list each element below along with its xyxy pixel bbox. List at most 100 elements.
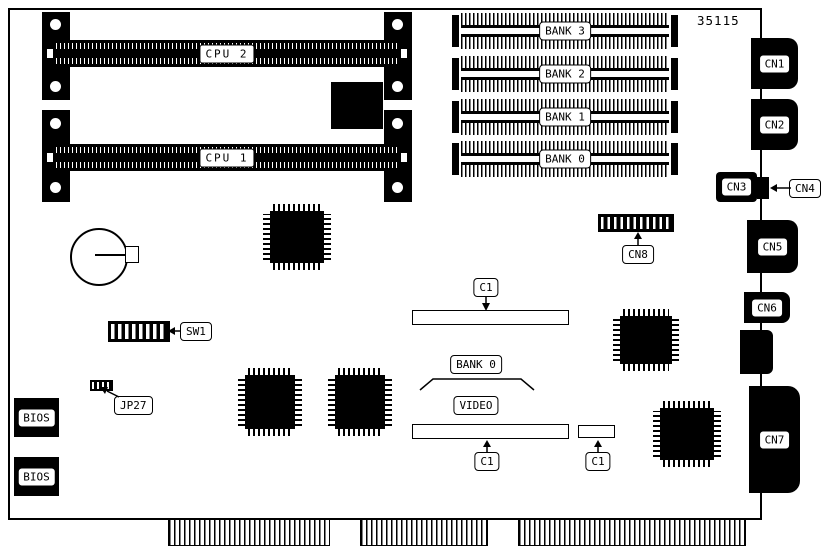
c1-slot-bottom (412, 424, 569, 439)
bank-label: BANK 0 (539, 149, 591, 169)
chip-pins (338, 368, 382, 375)
cn6-label: CN6 (751, 298, 783, 317)
socket-pins (461, 56, 669, 71)
cn3-label: CN3 (720, 177, 753, 197)
bank-label: BANK 1 (539, 107, 591, 127)
socket-clip (671, 15, 678, 47)
socket-clip (671, 58, 678, 90)
socket-clip (671, 101, 678, 133)
screw-hole (50, 118, 61, 129)
cn1-label: CN1 (758, 54, 791, 73)
chip-pins (653, 411, 660, 457)
chip-pins (338, 429, 382, 436)
memory-bank: BANK 3 (452, 12, 678, 50)
socket-clip (452, 143, 459, 175)
memory-banks: BANK 3 BANK 2 BANK 1 BANK 0 (452, 12, 678, 178)
chip-pins (672, 319, 679, 361)
slot-end-cap (47, 153, 53, 162)
header-pins (601, 217, 671, 229)
cn4-label: CN4 (789, 179, 821, 198)
part-number: 35115 (697, 13, 740, 28)
chip-pins (623, 309, 669, 316)
cpu2-slot: CPU 2 (44, 40, 410, 67)
socket-clip (452, 58, 459, 90)
screw-hole (392, 182, 403, 193)
cn3-connector: CN3 (716, 172, 757, 202)
ic-chip (613, 309, 679, 371)
memory-bank: BANK 0 (452, 140, 678, 178)
jp27-label: JP27 (114, 396, 153, 415)
chip-pins (263, 214, 270, 260)
cn7-connector: CN7 (749, 386, 800, 493)
chip-die (660, 408, 714, 460)
chip-die (245, 375, 295, 429)
socket-pins (461, 120, 669, 135)
edge-connector-segment (360, 519, 488, 546)
chip-pins (714, 411, 721, 457)
edge-connector-segment (518, 519, 746, 546)
ic-chip (328, 368, 392, 436)
socket-pins (461, 13, 669, 28)
bios-label: BIOS (17, 408, 56, 427)
chip-die (620, 316, 672, 364)
c1-label-top: C1 (473, 278, 499, 297)
jumper-pins (92, 382, 111, 389)
c1-connector-small (578, 425, 615, 438)
ic-chip (238, 368, 302, 436)
sw1-dip-switch (108, 321, 170, 342)
ic-chip (331, 82, 383, 129)
edge-connector-segment (168, 519, 330, 546)
chip-pins (385, 378, 392, 426)
screw-hole (50, 81, 61, 92)
chip-pins (238, 378, 245, 426)
chip-pins (328, 378, 335, 426)
cn2-connector: CN2 (751, 99, 798, 150)
cn6-connector: CN6 (744, 292, 790, 323)
bios-chip: BIOS (14, 457, 59, 496)
screw-hole (392, 19, 403, 30)
battery-tab (125, 246, 139, 263)
cn5-label: CN5 (756, 237, 789, 256)
chip-pins (248, 368, 292, 375)
memory-bank: BANK 2 (452, 55, 678, 93)
video-bank0-label: BANK 0 (450, 355, 502, 374)
c1-label-bottom-right: C1 (585, 452, 611, 471)
chip-pins (324, 214, 331, 260)
socket-pins (461, 162, 669, 177)
bios-label: BIOS (17, 467, 56, 486)
battery-lead (95, 254, 127, 256)
slot-end-cap (47, 49, 53, 58)
screw-hole (50, 182, 61, 193)
chip-die (335, 375, 385, 429)
chip-pins (663, 401, 711, 408)
screw-hole (50, 19, 61, 30)
c1-label-bottom-left: C1 (474, 452, 500, 471)
cn2-label: CN2 (758, 115, 791, 134)
socket-pins (461, 77, 669, 92)
chip-pins (273, 263, 321, 270)
jp27-jumper (90, 380, 113, 391)
memory-bank: BANK 1 (452, 98, 678, 136)
cn4-connector (757, 177, 769, 199)
cpu1-label: CPU 1 (199, 148, 255, 167)
bios-chip: BIOS (14, 398, 59, 437)
socket-clip (452, 101, 459, 133)
battery (70, 228, 128, 286)
chip-pins (663, 460, 711, 467)
chip-pins (295, 378, 302, 426)
cn8-label: CN8 (622, 245, 654, 264)
screw-hole (392, 118, 403, 129)
cn1-connector: CN1 (751, 38, 798, 89)
socket-clip (671, 143, 678, 175)
chip-die (270, 211, 324, 263)
cn8-header (598, 214, 674, 232)
sw1-label: SW1 (180, 322, 212, 341)
socket-clip (452, 15, 459, 47)
chip-pins (273, 204, 321, 211)
slot-end-cap (401, 49, 407, 58)
ic-chip (263, 204, 331, 270)
chip-pins (248, 429, 292, 436)
bank-label: BANK 2 (539, 64, 591, 84)
screw-hole (392, 81, 403, 92)
